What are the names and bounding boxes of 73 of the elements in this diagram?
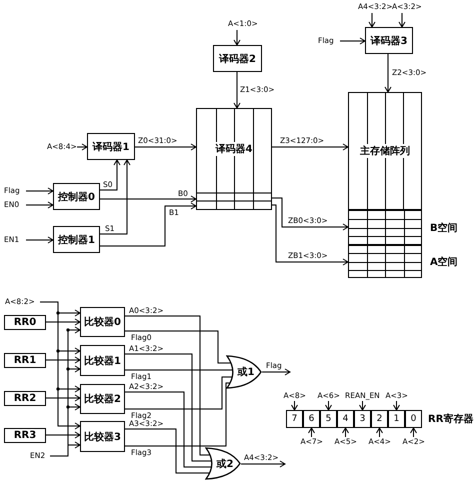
arrow [26, 202, 54, 208]
or-gate [226, 355, 262, 389]
arrow [76, 144, 88, 150]
register-cell: 0 [405, 410, 422, 428]
comparator-box: 比较器3 [80, 421, 125, 452]
arrow [46, 394, 80, 402]
arrow [393, 400, 400, 410]
gate-label: 或1 [238, 366, 254, 379]
arrow [272, 204, 348, 266]
arrow [100, 202, 196, 246]
arrow [134, 144, 196, 150]
register-cell: 3 [354, 410, 371, 428]
block-label: 主存储阵列 [360, 144, 410, 158]
register-box: RR0 [4, 315, 46, 330]
wire [124, 428, 210, 474]
controller-box: 控制器0 [53, 183, 100, 210]
wire [124, 330, 232, 364]
arrow [340, 38, 366, 44]
register-label: RR寄存器 [428, 412, 474, 426]
register-cell: 1 [388, 410, 405, 428]
register-box: RR3 [4, 428, 46, 443]
register-box: RR1 [4, 353, 46, 368]
arrow [46, 432, 80, 438]
arrow [240, 460, 286, 468]
decoder-box: 译码器3 [365, 27, 413, 54]
register-box: RR2 [4, 391, 46, 406]
comparator-box: 比较器0 [80, 307, 125, 337]
arrow [100, 196, 196, 202]
decoder-box [196, 108, 272, 210]
wire [124, 392, 212, 468]
block-label: 译码器4 [216, 142, 252, 156]
wire [124, 376, 233, 410]
arrow [26, 236, 54, 244]
arrow [342, 428, 349, 438]
register-cell: 4 [337, 410, 354, 428]
controller-box: 控制器1 [53, 226, 100, 253]
region-label: B空间 [430, 222, 458, 234]
arrow [308, 428, 315, 438]
arrow [376, 428, 383, 438]
arrow [325, 400, 332, 410]
arrow [26, 188, 54, 194]
register-cell: 6 [303, 410, 320, 428]
arrow [272, 198, 348, 230]
arrow [40, 302, 80, 430]
arrow [410, 428, 417, 438]
arrow [384, 54, 392, 92]
arrow [368, 12, 376, 28]
wire [124, 382, 231, 446]
decoder-box: 译码器1 [87, 133, 135, 160]
register-cell: 2 [371, 410, 388, 428]
region-label: A空间 [430, 256, 458, 268]
arrow [234, 72, 240, 108]
arrow [272, 144, 348, 150]
register-cell: 7 [286, 410, 303, 428]
gate-label: 或2 [216, 458, 234, 470]
arrow [100, 160, 130, 234]
arrow [359, 400, 366, 410]
or-gate [205, 447, 241, 480]
comparator-box: 比较器2 [80, 384, 125, 414]
arrow [50, 442, 80, 456]
arrow [100, 160, 120, 190]
wire [124, 354, 212, 462]
wire [124, 316, 211, 456]
arrow [46, 318, 80, 326]
arrow [398, 12, 406, 28]
arrow [291, 400, 298, 410]
register-cell: 5 [320, 410, 337, 428]
arrow [262, 368, 290, 376]
comparator-box: 比较器1 [80, 345, 125, 376]
memory-array [348, 92, 422, 210]
decoder-box: 译码器2 [213, 45, 262, 72]
arrow [234, 30, 240, 46]
arrow [46, 356, 80, 364]
